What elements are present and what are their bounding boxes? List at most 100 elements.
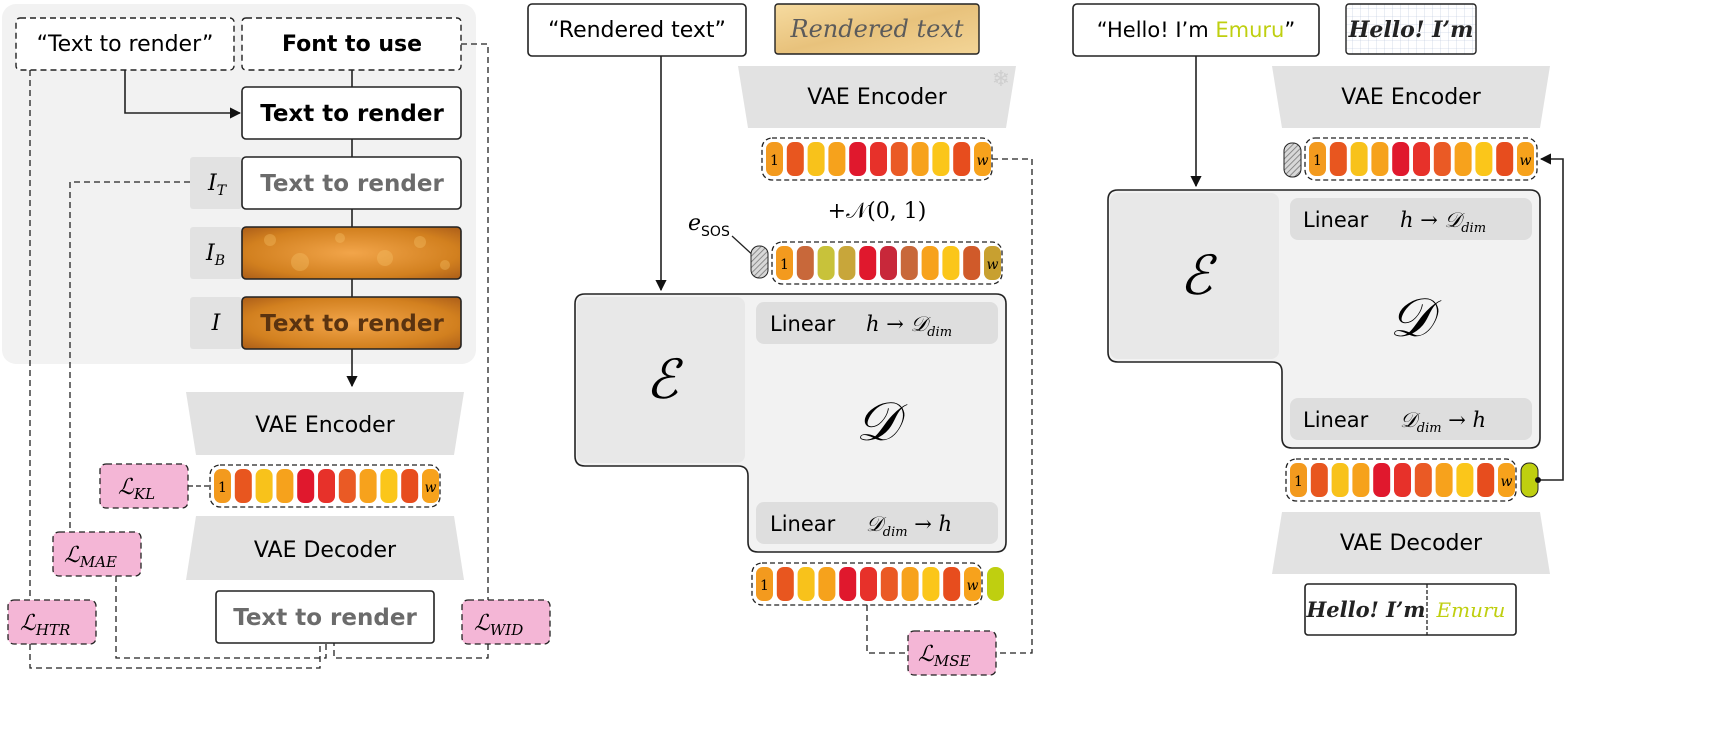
latent-token xyxy=(1498,463,1515,497)
generated-output-box xyxy=(1304,583,1517,636)
latent-token xyxy=(297,469,315,503)
label-IT: IT xyxy=(207,171,228,199)
loss-mae: ℒMAE xyxy=(64,543,117,571)
latent-token xyxy=(1414,463,1432,497)
latent-token xyxy=(870,142,887,176)
latent-token xyxy=(1310,463,1328,497)
latent-token xyxy=(1350,142,1368,176)
latent-token xyxy=(276,469,294,503)
latent-token xyxy=(255,469,273,503)
svg-text:𝒟dim → h: 𝒟dim → h xyxy=(866,512,952,540)
latent-token xyxy=(1475,142,1493,176)
rendered-text-quote: “Rendered text” xyxy=(548,18,726,43)
latent-token xyxy=(1290,463,1307,497)
vae-decoder-right xyxy=(1272,512,1550,574)
latent-token xyxy=(380,469,398,503)
loss-wid: ℒWID xyxy=(474,611,523,639)
latent-token xyxy=(984,246,1001,280)
latent-token xyxy=(1373,463,1391,497)
linear-in-middle xyxy=(756,302,998,344)
latent-token xyxy=(880,246,897,280)
latent-token xyxy=(828,142,846,176)
latent-token xyxy=(786,142,804,176)
loss-wid-box xyxy=(461,599,551,645)
latent-token xyxy=(1352,463,1370,497)
left-panel: “Text to render” Font to use Text to ren… xyxy=(2,4,551,669)
latent-token xyxy=(860,567,877,601)
latent-token xyxy=(921,246,939,280)
latent-token-label: w xyxy=(425,480,437,496)
latent-token xyxy=(1394,463,1411,497)
latent-token xyxy=(838,246,856,280)
latent-token xyxy=(1433,142,1451,176)
latent-token xyxy=(901,567,919,601)
latent-token xyxy=(890,142,908,176)
latent-token xyxy=(1517,142,1534,176)
decoded-text-box xyxy=(215,590,435,644)
background-image xyxy=(241,226,462,280)
latent-token xyxy=(776,246,793,280)
latent-token xyxy=(359,469,377,503)
latent-token xyxy=(943,567,961,601)
encoder-symbol-middle: ℰ xyxy=(646,348,684,411)
latent-token-label: 1 xyxy=(218,480,227,496)
latent-token xyxy=(911,142,929,176)
latent-token-label: 1 xyxy=(760,578,769,594)
latent-token xyxy=(807,142,825,176)
svg-text:Linear: Linear xyxy=(770,512,836,536)
latent-token xyxy=(900,246,918,280)
latent-token xyxy=(932,142,950,176)
vae-decoder-left xyxy=(186,516,464,580)
loss-htr: ℒHTR xyxy=(20,611,70,639)
style-image xyxy=(1345,3,1477,55)
loss-mae-box xyxy=(52,531,142,577)
rendered-text-image xyxy=(774,3,980,55)
latent-token-label: w xyxy=(987,257,999,273)
latent-token xyxy=(880,567,898,601)
svg-text:h → 𝒟dim: h → 𝒟dim xyxy=(866,312,952,340)
svg-text:Linear: Linear xyxy=(770,312,836,336)
label-IT-box xyxy=(190,157,242,209)
rendered-font-text: Text to render xyxy=(260,101,444,127)
svg-text:Linear: Linear xyxy=(1303,408,1369,432)
right-panel: “Hello! I’m Emuru” Hello! I’m VAE Encode… xyxy=(1072,3,1564,636)
noise-label: +𝒩(0, 1) xyxy=(828,199,927,224)
vae-decoder-left-label: VAE Decoder xyxy=(254,538,397,563)
generated-output-b: Emuru xyxy=(1436,598,1506,622)
label-I-box xyxy=(190,297,242,349)
latent-token xyxy=(1309,142,1326,176)
eos-token-middle xyxy=(987,567,1004,601)
linear-in-right xyxy=(1290,198,1532,240)
svg-text:Linear: Linear xyxy=(1303,208,1369,232)
sos-token-right xyxy=(1283,142,1302,178)
label-I: I xyxy=(211,311,222,336)
latent-token xyxy=(1413,142,1430,176)
latent-token xyxy=(1454,142,1472,176)
latent-token-label: 1 xyxy=(780,257,789,273)
loss-mse-box xyxy=(907,630,997,676)
vae-encoder-right-label: VAE Encoder xyxy=(1341,85,1481,110)
latent-token xyxy=(859,246,877,280)
linear-out-right xyxy=(1290,398,1532,440)
label-IB-box xyxy=(190,227,242,279)
vae-encoder-left xyxy=(186,392,464,455)
latent-token xyxy=(1435,463,1453,497)
latent-token xyxy=(1371,142,1389,176)
text-image: Text to render xyxy=(260,171,444,197)
vae-encoder-middle xyxy=(738,66,1016,128)
latent-token xyxy=(422,469,439,503)
latent-token xyxy=(401,469,419,503)
vae-encoder-right xyxy=(1272,66,1550,128)
latent-token xyxy=(817,246,835,280)
latent-token xyxy=(953,142,971,176)
rendered-text-input-box xyxy=(527,3,747,57)
generated-output-a: Hello! I’m xyxy=(1305,597,1425,622)
middle-panel: “Rendered text” Rendered text VAE Encode… xyxy=(527,3,1033,676)
latent-token-label: 1 xyxy=(1294,474,1303,490)
latent-token xyxy=(214,469,231,503)
latent-token xyxy=(818,567,836,601)
